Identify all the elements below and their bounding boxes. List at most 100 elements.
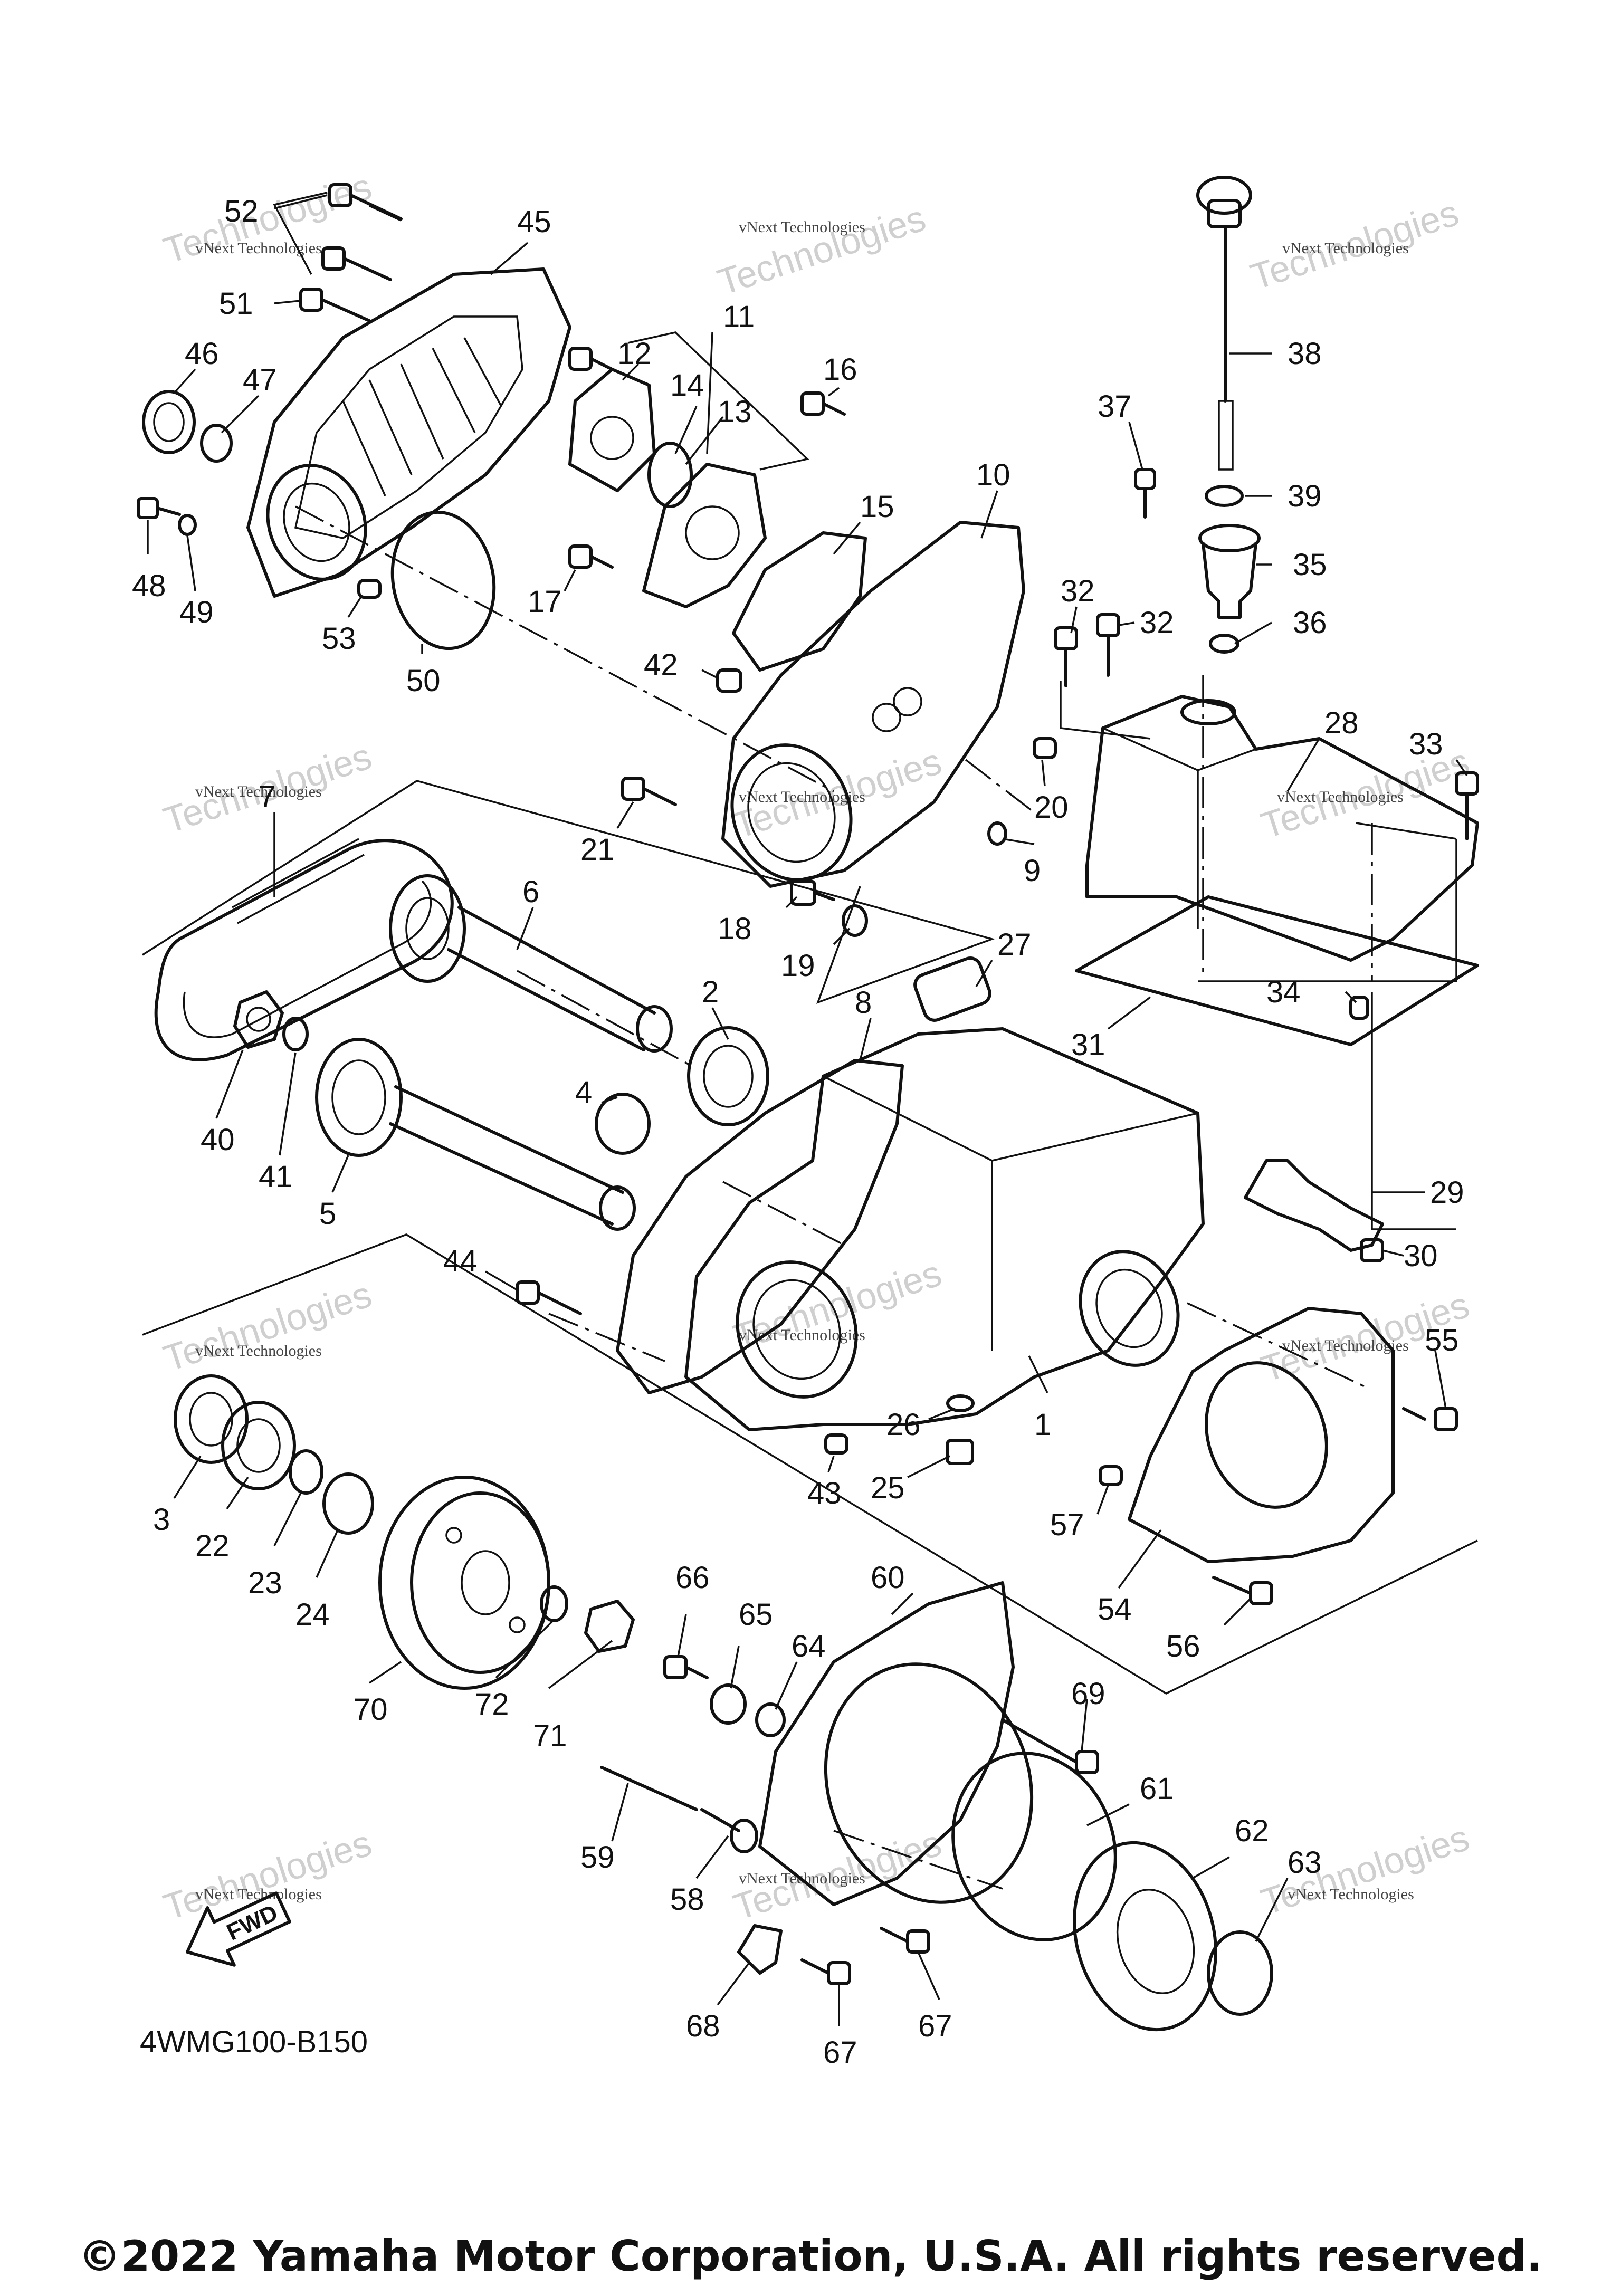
- watermark-caption: vNext Technologies: [195, 240, 322, 257]
- gasket-part: [616, 1059, 904, 1394]
- nut-part: [584, 1600, 635, 1653]
- callout-leaders: [147, 194, 1468, 2026]
- callout-label: 37: [1098, 389, 1132, 424]
- callout-label: 68: [686, 2009, 720, 2043]
- callout-label: 45: [517, 205, 551, 239]
- callout-label: 59: [580, 1840, 615, 1874]
- watermark: Technologies: [713, 197, 931, 303]
- callout-label: 44: [443, 1244, 478, 1278]
- dowel-part: [1033, 737, 1057, 759]
- washer-part: [755, 1702, 786, 1737]
- copyright-notice: ©2022 Yamaha Motor Corporation, U.S.A. A…: [78, 2232, 1543, 2281]
- callout-label: 43: [807, 1476, 842, 1510]
- watermark-caption: vNext Technologies: [1288, 1886, 1414, 1903]
- parts: [137, 176, 1479, 2032]
- callout-label: 62: [1235, 1814, 1269, 1848]
- callout-label: 25: [871, 1471, 905, 1505]
- gasket-part: [951, 1752, 1117, 1941]
- callout-labels: 1 2 3 4 5 6 7 8 9 10 11 12 13 14 15 16 1…: [132, 194, 1464, 2070]
- shaft-part: [700, 1808, 758, 1853]
- callout-label: 24: [295, 1597, 330, 1632]
- callout-label: 2: [702, 975, 719, 1009]
- callout-label: 6: [522, 875, 539, 909]
- collar-part: [716, 668, 742, 693]
- callout-label: 32: [1140, 606, 1174, 640]
- seal-part: [710, 1683, 747, 1725]
- gasket-part: [1075, 895, 1479, 1046]
- dipstick-part: [1196, 176, 1252, 507]
- callout-label: 70: [354, 1692, 388, 1727]
- svg-text:Technologies: Technologies: [159, 1274, 377, 1379]
- watermark: Technologies: [159, 1274, 377, 1379]
- callout-label: 56: [1166, 1629, 1200, 1663]
- callout-label: 31: [1071, 1028, 1105, 1062]
- callout-label: 9: [1024, 854, 1041, 888]
- watermark-caption: vNext Technologies: [739, 1326, 865, 1344]
- callout-label: 3: [153, 1503, 170, 1537]
- callout-label: 4: [575, 1075, 592, 1109]
- dowel-part: [1349, 996, 1369, 1020]
- callout-label: 67: [823, 2035, 857, 2070]
- watermark-caption: vNext Technologies: [1277, 788, 1404, 806]
- callout-label: 51: [219, 286, 253, 321]
- callout-label: 17: [528, 585, 562, 619]
- seal-part: [142, 390, 196, 454]
- collar-part: [595, 1093, 651, 1155]
- callout-label: 34: [1266, 975, 1301, 1009]
- svg-text:Technologies: Technologies: [713, 197, 931, 303]
- watermark-caption: vNext Technologies: [195, 1342, 322, 1360]
- callout-label: 11: [723, 300, 755, 334]
- bolt-part: [1455, 771, 1479, 840]
- callout-label: 58: [670, 1882, 704, 1917]
- callout-label: 61: [1140, 1772, 1174, 1806]
- callout-label: 32: [1061, 574, 1095, 608]
- callout-label: 18: [718, 912, 752, 946]
- bracket-part: [1244, 1159, 1384, 1252]
- callout-label: 15: [860, 490, 894, 524]
- callout-label: 46: [185, 337, 219, 371]
- large-o-ring-part: [390, 510, 496, 650]
- gasket-part: [732, 531, 867, 672]
- callout-label: 54: [1098, 1592, 1132, 1627]
- callout-label: 63: [1288, 1845, 1322, 1880]
- callout-label: 27: [997, 927, 1032, 962]
- long-bolts-part: [299, 183, 403, 322]
- bolt-part: [621, 777, 677, 806]
- callout-label: 20: [1034, 790, 1069, 825]
- callout-label: 47: [243, 363, 277, 397]
- drawing-code: 4WMG100-B150: [140, 2025, 368, 2059]
- callout-label: 29: [1430, 1175, 1464, 1210]
- callout-label: 60: [871, 1561, 905, 1595]
- dowel-part: [1099, 1465, 1123, 1486]
- clip-part: [737, 1924, 783, 1975]
- watermark-caption: vNext Technologies: [739, 218, 865, 236]
- bolt-part: [800, 1927, 930, 1985]
- bolt-part: [663, 1655, 709, 1679]
- middle-cover-part: [721, 521, 1025, 888]
- callout-label: 53: [322, 621, 356, 656]
- callout-label: 13: [718, 395, 752, 429]
- callout-label: 55: [1425, 1323, 1459, 1357]
- shaft-part: [315, 1038, 636, 1231]
- bearing-part: [687, 1026, 769, 1126]
- callout-label: 36: [1293, 606, 1327, 640]
- callout-label: 52: [224, 194, 259, 228]
- callout-label: 22: [195, 1529, 230, 1563]
- rubber-part: [913, 956, 991, 1022]
- oil-pump-part: [568, 347, 846, 608]
- bolt-part: [1402, 1407, 1458, 1431]
- bolt-part: [1054, 613, 1120, 687]
- callout-label: 67: [918, 2009, 952, 2043]
- callout-label: 1: [1034, 1408, 1051, 1442]
- nut-part: [233, 990, 309, 1051]
- drain-plug-part: [946, 1394, 975, 1465]
- shaft-part: [600, 1766, 698, 1811]
- callout-label: 5: [319, 1197, 336, 1231]
- fan-cover-part: [1073, 1841, 1217, 2032]
- shaft-part: [389, 874, 673, 1053]
- left-cover-part: [246, 267, 571, 598]
- callout-label: 50: [406, 664, 441, 698]
- main-case-part: [684, 1027, 1205, 1431]
- callout-label: 64: [792, 1629, 826, 1663]
